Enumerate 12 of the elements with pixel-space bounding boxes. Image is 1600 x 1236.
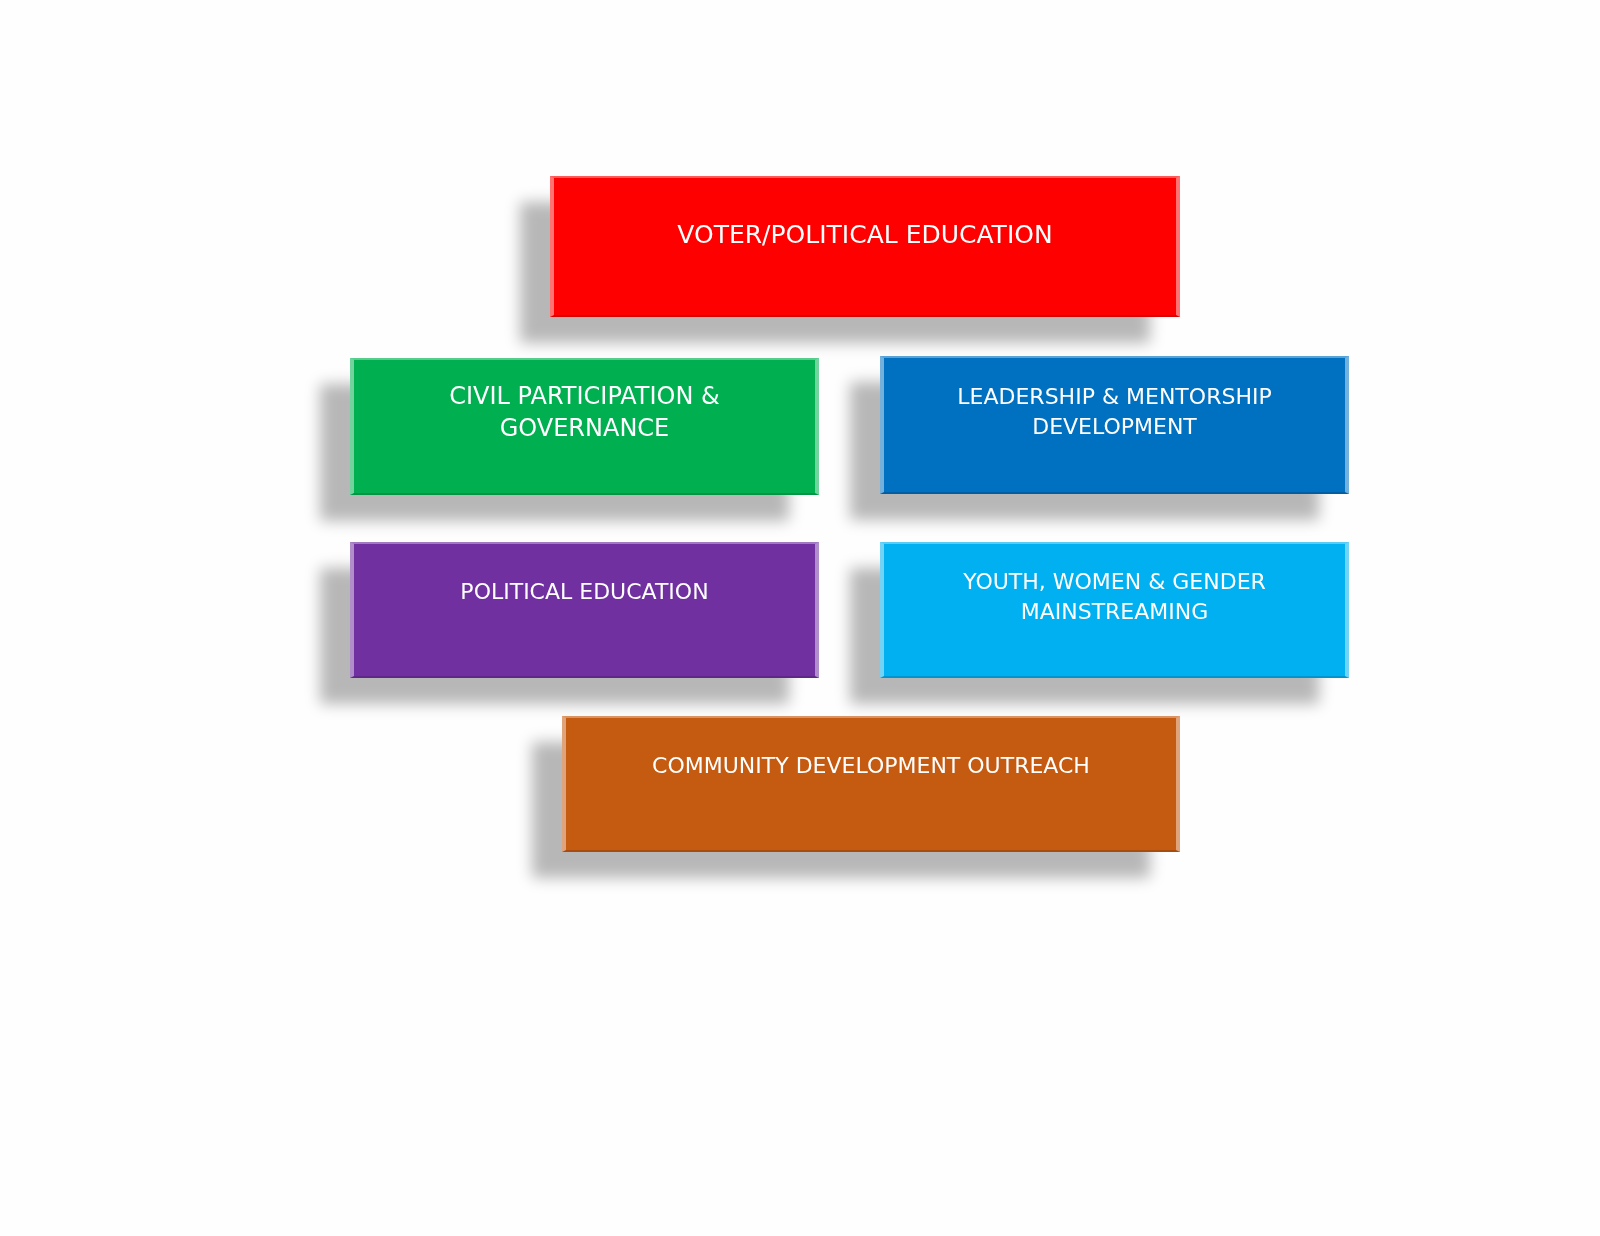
program-box <box>880 356 1349 494</box>
box-label: LEADERSHIP & MENTORSHIP DEVELOPMENT <box>956 383 1273 441</box>
program-box <box>550 176 1180 317</box>
box-label: POLITICAL EDUCATION <box>459 578 710 606</box>
program-box <box>880 542 1349 678</box>
box-label: YOUTH, WOMEN & GENDER MAINSTREAMING <box>962 568 1267 626</box>
box-label: COMMUNITY DEVELOPMENT OUTREACH <box>651 752 1091 780</box>
program-box <box>350 542 819 678</box>
box-label: VOTER/POLITICAL EDUCATION <box>676 219 1054 251</box>
box-label: CIVIL PARTICIPATION & GOVERNANCE <box>448 381 721 445</box>
program-box <box>562 716 1180 852</box>
program-box <box>350 358 819 495</box>
